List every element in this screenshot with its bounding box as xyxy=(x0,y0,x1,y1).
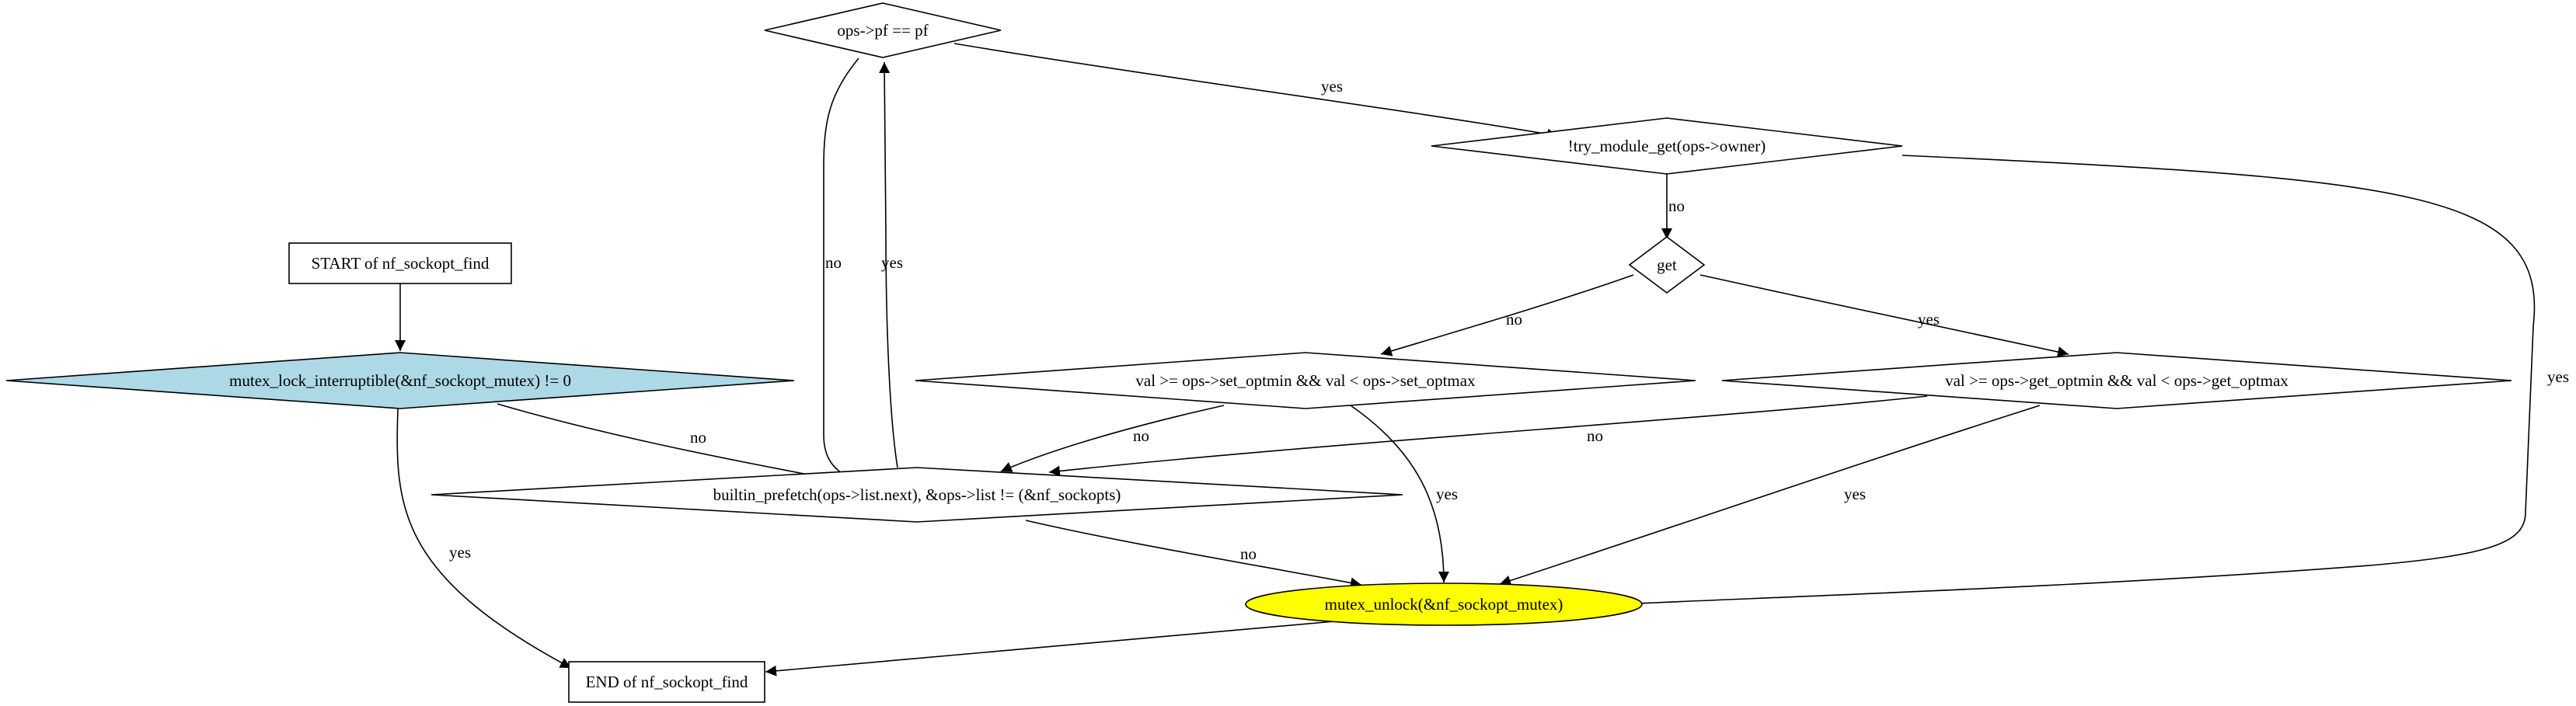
edge-setchk-to-unlock: yes xyxy=(1350,405,1458,583)
edge-pf-to-try: yes xyxy=(953,43,1559,140)
edge-label-lock-loop: no xyxy=(690,428,706,447)
edge-getchk-to-loop: no xyxy=(1048,395,1928,477)
edge-label-setchk-unlock: yes xyxy=(1436,485,1458,503)
edge-loop-to-unlock: no xyxy=(1025,520,1362,589)
edge-label-lock-end: yes xyxy=(449,543,471,562)
node-mutex-lock-label: mutex_lock_interruptible(&nf_sockopt_mut… xyxy=(229,371,571,390)
node-pf-check[interactable]: ops->pf == pf xyxy=(764,2,1002,58)
edge-try-to-get: no xyxy=(1661,165,1685,239)
edge-label-try-unlock: yes xyxy=(2547,367,2569,386)
edge-label-try-get: no xyxy=(1668,196,1685,215)
edge-get-to-getchk: yes xyxy=(1699,274,2069,357)
edge-getchk-to-unlock: yes xyxy=(1499,405,2041,586)
node-get[interactable]: get xyxy=(1628,236,1706,294)
node-loop-condition[interactable]: builtin_prefetch(ops->list.next), &ops->… xyxy=(430,467,1403,523)
edge-label-getchk-unlock: yes xyxy=(1844,485,1866,503)
edge-label-pf-try: yes xyxy=(1321,77,1343,96)
node-start[interactable]: START of nf_sockopt_find xyxy=(288,242,512,284)
node-mutex-unlock-label: mutex_unlock(&nf_sockopt_mutex) xyxy=(1325,595,1563,614)
node-end[interactable]: END of nf_sockopt_find xyxy=(568,661,765,703)
node-mutex-lock[interactable]: mutex_lock_interruptible(&nf_sockopt_mut… xyxy=(5,352,795,409)
edge-pf-to-loop: no xyxy=(823,57,859,482)
node-set-range-check-label: val >= ops->set_optmin && val < ops->set… xyxy=(1135,371,1476,390)
node-start-label: START of nf_sockopt_find xyxy=(312,254,490,273)
edge-label-loop-unlock: no xyxy=(1240,544,1257,563)
edge-lock-to-loop: no xyxy=(497,403,834,483)
node-mutex-unlock[interactable]: mutex_unlock(&nf_sockopt_mutex) xyxy=(1245,583,1643,626)
node-set-range-check[interactable]: val >= ops->set_optmin && val < ops->set… xyxy=(915,352,1696,409)
node-get-range-check-label: val >= ops->get_optmin && val < ops->get… xyxy=(1945,371,2288,390)
node-try-module-get[interactable]: !try_module_get(ops->owner) xyxy=(1431,117,1903,175)
edge-label-pf-loop: no xyxy=(825,253,842,272)
edge-label-getchk-loop: no xyxy=(1587,426,1603,445)
edge-label-get-getchk: yes xyxy=(1918,310,1940,329)
edge-lock-to-end: yes xyxy=(396,408,572,669)
edge-label-get-setchk: no xyxy=(1506,310,1522,329)
edge-label-loop-pf: yes xyxy=(881,253,903,272)
edge-label-setchk-loop: no xyxy=(1133,426,1149,445)
node-get-range-check[interactable]: val >= ops->get_optmin && val < ops->get… xyxy=(1721,352,2512,409)
node-loop-condition-label: builtin_prefetch(ops->list.next), &ops->… xyxy=(713,485,1121,504)
nodes: START of nf_sockopt_find mutex_lock_inte… xyxy=(5,2,2512,703)
edge-setchk-to-loop: no xyxy=(1000,405,1225,472)
edge-try-to-unlock: yes xyxy=(1619,155,2569,610)
edge-unlock-to-end xyxy=(765,619,1353,676)
edges: no yes no yes no yes no yes xyxy=(395,43,2569,676)
node-pf-check-label: ops->pf == pf xyxy=(837,21,928,40)
node-end-label: END of nf_sockopt_find xyxy=(586,673,748,691)
edge-loop-to-pf: yes xyxy=(879,61,903,468)
edge-get-to-setchk: no xyxy=(1380,274,1634,356)
node-get-label: get xyxy=(1657,256,1677,274)
node-try-module-get-label: !try_module_get(ops->owner) xyxy=(1568,137,1766,155)
